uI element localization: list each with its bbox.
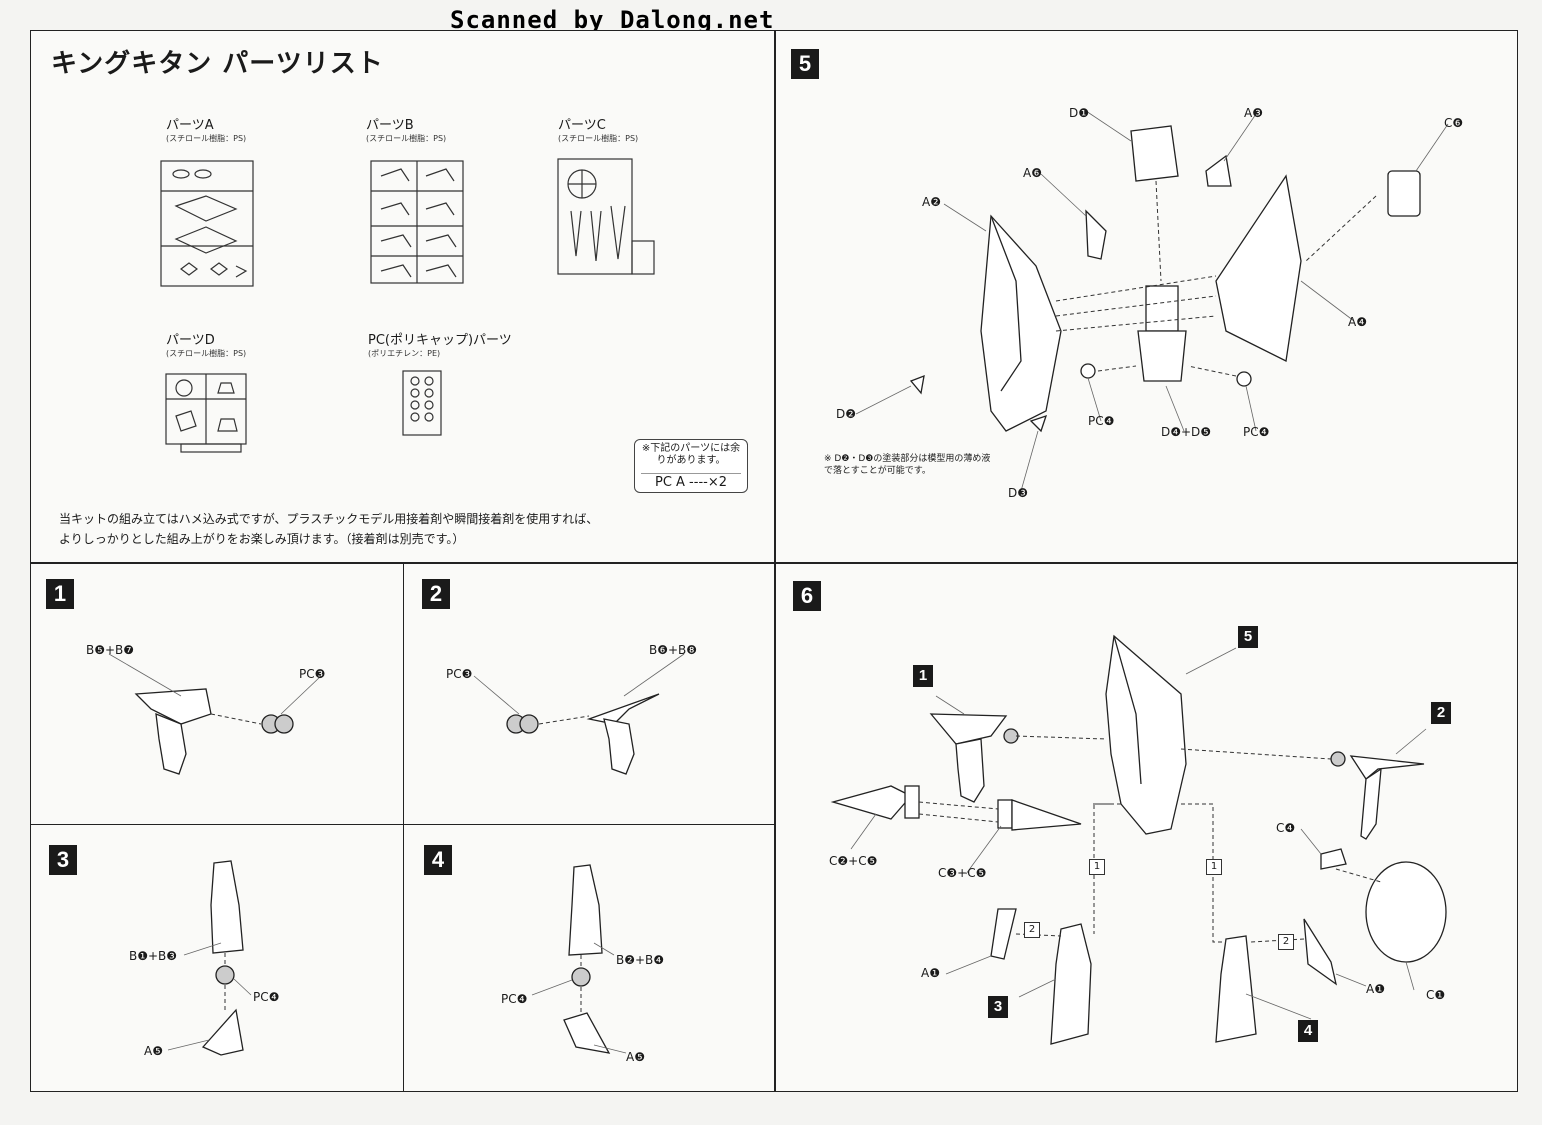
step-ref-box-2-right: 2 bbox=[1278, 934, 1294, 950]
step-ref-badge-3: 3 bbox=[988, 996, 1008, 1018]
label-pc-a: PC❹ bbox=[253, 990, 280, 1004]
step-ref-box-1-right: 1 bbox=[1206, 859, 1222, 875]
step-5-badge: 5 bbox=[791, 49, 819, 79]
label-c1: C❶ bbox=[1426, 988, 1446, 1002]
step-6-diagram bbox=[830, 634, 1447, 1045]
step-ref-badge-2: 2 bbox=[1431, 702, 1451, 724]
runner-b-label: パーツB(スチロール樹脂：PS) bbox=[366, 118, 447, 144]
label-pc-a-left: PC❹ bbox=[1088, 414, 1115, 428]
spare-parts-box: ※下記のパーツには余りがあります。 PC A ----×2 bbox=[634, 439, 748, 493]
step-ref-box-1-left: 1 bbox=[1089, 859, 1105, 875]
step-2-badge: 2 bbox=[422, 579, 450, 609]
label-d2: D❷ bbox=[836, 407, 856, 421]
step-ref-badge-5: 5 bbox=[1238, 626, 1258, 648]
label-c3-c5: C❸+C❺ bbox=[938, 866, 987, 880]
label-b5-b7: B❺+B❼ bbox=[86, 643, 135, 657]
parts-list-panel: キングキタン パーツリスト パーツA(スチロール樹脂：PS) パーツB(スチロー… bbox=[30, 30, 775, 563]
label-a1-left: A❶ bbox=[921, 966, 940, 980]
step-5-diagram bbox=[855, 110, 1449, 492]
glue-note: 当キットの組み立てはハメ込み式ですが、プラスチックモデル用接着剤や瞬間接着剤を使… bbox=[59, 512, 599, 546]
runner-d-illustration bbox=[165, 373, 247, 453]
runner-a-label: パーツA(スチロール樹脂：PS) bbox=[166, 118, 247, 144]
step-1-badge: 1 bbox=[46, 579, 74, 609]
label-a5: A❺ bbox=[144, 1044, 163, 1058]
step-3-diagram bbox=[167, 860, 252, 1056]
step-1-panel: 1 B❺+B❼ PC❸ bbox=[30, 563, 405, 826]
parts-list-title: キングキタン パーツリスト bbox=[51, 49, 384, 79]
step-6-badge: 6 bbox=[793, 581, 821, 611]
runner-pc-label: PC(ポリキャップ)パーツ(ポリエチレン：PE) bbox=[368, 333, 512, 359]
step-2-panel: 2 PC❸ B❻+B❽ bbox=[403, 563, 775, 826]
label-pc-a-right: PC❹ bbox=[1243, 425, 1270, 439]
runner-d-label: パーツD(スチロール樹脂：PS) bbox=[166, 333, 247, 359]
label-c2-c5: C❷+C❺ bbox=[829, 854, 878, 868]
label-d3: D❸ bbox=[1008, 486, 1028, 500]
runner-pc-illustration bbox=[402, 370, 442, 436]
label-b2-b4: B❷+B❹ bbox=[616, 953, 665, 967]
watermark: Scanned by Dalong.net bbox=[450, 6, 775, 34]
label-d4-d5: D❹+D❺ bbox=[1161, 425, 1212, 439]
step-3-badge: 3 bbox=[49, 845, 77, 875]
paint-removal-note: ※ D❷・D❸の塗装部分は模型用の薄め液で落とすことが可能です。 bbox=[824, 454, 991, 476]
label-a1-right: A❶ bbox=[1366, 982, 1385, 996]
label-b1-b3: B❶+B❸ bbox=[129, 949, 178, 963]
step-6-panel: 6 bbox=[775, 563, 1518, 1092]
step-2-diagram bbox=[473, 653, 685, 775]
label-pc-b: PC❸ bbox=[446, 667, 473, 681]
runner-c-illustration bbox=[557, 158, 655, 275]
step-ref-box-2-left: 2 bbox=[1024, 922, 1040, 938]
label-a4: A❹ bbox=[1348, 315, 1367, 329]
label-a3: A❸ bbox=[1244, 106, 1263, 120]
step-4-diagram bbox=[531, 864, 627, 1054]
label-pc-a: PC❹ bbox=[501, 992, 528, 1006]
runner-c-label: パーツC(スチロール樹脂：PS) bbox=[558, 118, 639, 144]
label-pc-b: PC❸ bbox=[299, 667, 326, 681]
step-3-panel: 3 B❶+B❸ PC❹ A❺ bbox=[30, 824, 405, 1092]
label-d1: D❶ bbox=[1069, 106, 1089, 120]
label-b6-b8: B❻+B❽ bbox=[649, 643, 698, 657]
step-ref-badge-4: 4 bbox=[1298, 1020, 1318, 1042]
label-a5: A❺ bbox=[626, 1050, 645, 1064]
runner-b-illustration bbox=[370, 160, 464, 284]
step-4-panel: 4 B❷+B❹ PC❹ A❺ bbox=[403, 824, 775, 1092]
step-5-panel: 5 bbox=[775, 30, 1518, 563]
step-4-badge: 4 bbox=[424, 845, 452, 875]
step-1-diagram bbox=[108, 653, 322, 775]
label-a2: A❷ bbox=[922, 195, 941, 209]
step-ref-badge-1: 1 bbox=[913, 665, 933, 687]
label-c6: C❻ bbox=[1444, 116, 1464, 130]
runner-a-illustration bbox=[160, 160, 254, 287]
runner-illustrations bbox=[160, 158, 655, 453]
label-c4: C❹ bbox=[1276, 821, 1296, 835]
label-a6: A❻ bbox=[1023, 166, 1042, 180]
